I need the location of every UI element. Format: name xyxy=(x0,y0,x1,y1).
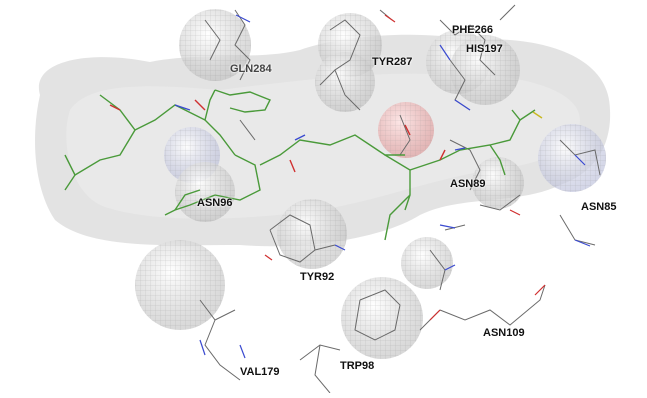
label-tyr92: TYR92 xyxy=(300,271,335,283)
label-asn109: ASN109 xyxy=(483,327,525,339)
label-asn96: ASN96 xyxy=(197,197,233,209)
sphere-tyr287-b xyxy=(315,52,375,112)
label-phe266: PHE266 xyxy=(452,24,493,36)
sphere-his197 xyxy=(450,35,520,105)
ligand-heteroatoms xyxy=(109,99,543,173)
sphere-asn96-b xyxy=(175,162,235,222)
protein-heteroatoms xyxy=(199,14,591,359)
sphere-asn89 xyxy=(472,157,524,209)
label-trp98: TRP98 xyxy=(340,360,375,372)
ligand xyxy=(64,89,536,241)
sphere-gln284 xyxy=(179,9,251,81)
label-gln284: GLN284 xyxy=(230,63,272,75)
sphere-asn109 xyxy=(401,237,453,289)
sphere-trp98 xyxy=(341,277,423,359)
label-his197: HIS197 xyxy=(466,43,503,55)
sphere-val179 xyxy=(135,240,225,330)
label-asn89: ASN89 xyxy=(450,178,486,190)
label-asn85: ASN85 xyxy=(581,201,617,213)
label-tyr287: TYR287 xyxy=(372,56,413,68)
vdw-spheres xyxy=(135,9,606,359)
sphere-asn85 xyxy=(538,124,606,192)
label-val179: VAL179 xyxy=(240,366,280,378)
